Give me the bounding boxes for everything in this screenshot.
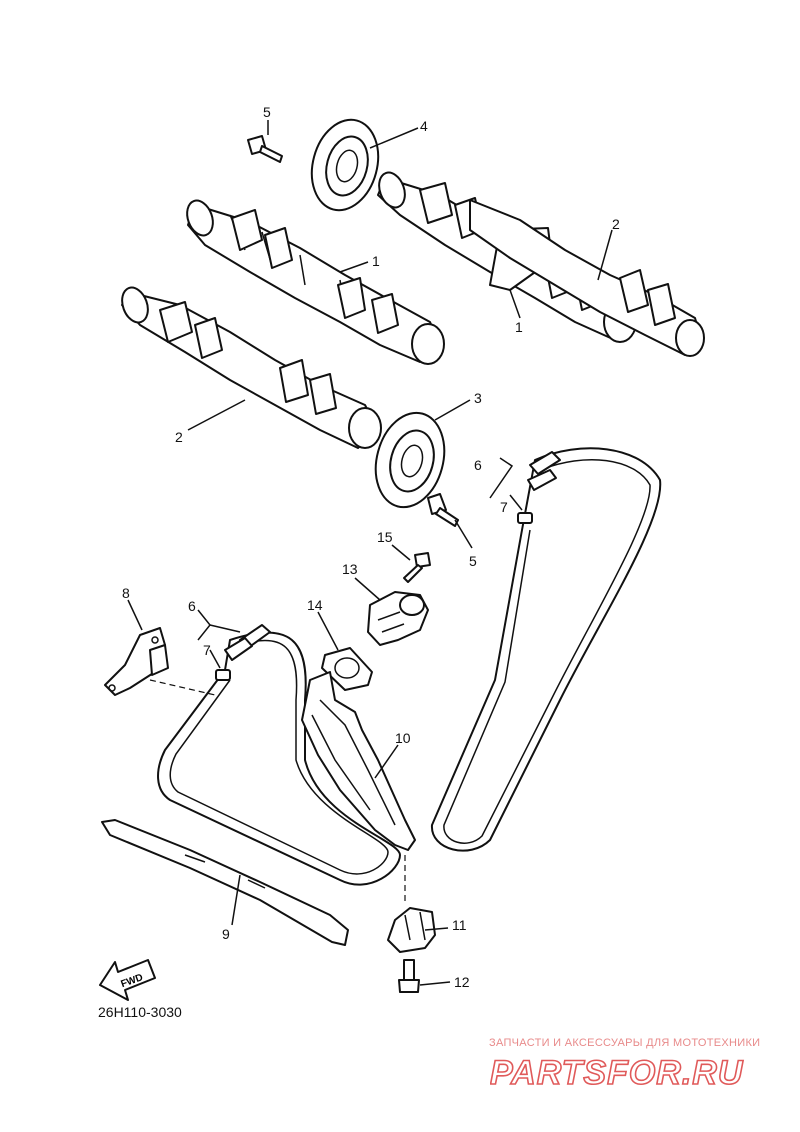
label-2-left: 2 [175, 429, 183, 445]
chain-guide-exhaust [101, 819, 349, 946]
sprocket-bolt-lower [427, 493, 459, 527]
watermark-logo-text: PARTSFOR.RU [490, 1054, 744, 1092]
tensioner-bolt [403, 552, 431, 583]
label-7-left: 7 [203, 642, 211, 658]
label-13: 13 [342, 561, 358, 577]
label-5-lower: 5 [469, 553, 477, 569]
label-10: 10 [395, 730, 411, 746]
chain-stopper-guide [104, 627, 169, 696]
label-1-left: 1 [372, 253, 380, 269]
chain-guide-intake [301, 671, 416, 851]
diagram-code: 26H110-3030 [98, 1004, 182, 1020]
guide-stopper [387, 907, 436, 953]
label-6-right: 6 [474, 457, 482, 473]
camshaft-exhaust-lower [121, 286, 382, 449]
tensioner-gasket [321, 647, 373, 691]
label-14: 14 [307, 597, 323, 613]
cam-sprocket-lower [374, 411, 446, 509]
label-12: 12 [454, 974, 470, 990]
assembly-line-stopper [149, 679, 216, 696]
cam-sprocket-upper [310, 118, 380, 212]
cam-chain-tensioner [367, 591, 429, 646]
label-9: 9 [222, 926, 230, 942]
sprocket-bolt-upper [247, 135, 283, 163]
label-4: 4 [420, 118, 428, 134]
label-3: 3 [474, 390, 482, 406]
watermark-tagline: ЗАПЧАСТИ И АКСЕССУАРЫ ДЛЯ МОТОТЕХНИКИ [489, 1037, 761, 1049]
watermark-logo: PARTSFOR.RU [490, 1053, 744, 1092]
cam-chain-left [157, 631, 401, 886]
label-6-left: 6 [188, 598, 196, 614]
label-15: 15 [377, 529, 393, 545]
label-7-right: 7 [500, 499, 508, 515]
guide-stopper-bolt [398, 959, 420, 993]
camshaft-exhaust-right [469, 199, 705, 357]
label-2-right: 2 [612, 216, 620, 232]
label-1-right: 1 [515, 319, 523, 335]
cam-chain-right [430, 447, 662, 852]
label-8: 8 [122, 585, 130, 601]
camshaft-intake-upper [186, 199, 445, 365]
chain-link-joint-left [215, 624, 271, 681]
leader-lines [127, 120, 613, 986]
chain-link-joint-right [517, 451, 561, 524]
fwd-arrow-icon: FWD [99, 959, 156, 1001]
label-5-upper: 5 [263, 104, 271, 120]
label-11: 11 [452, 917, 467, 933]
